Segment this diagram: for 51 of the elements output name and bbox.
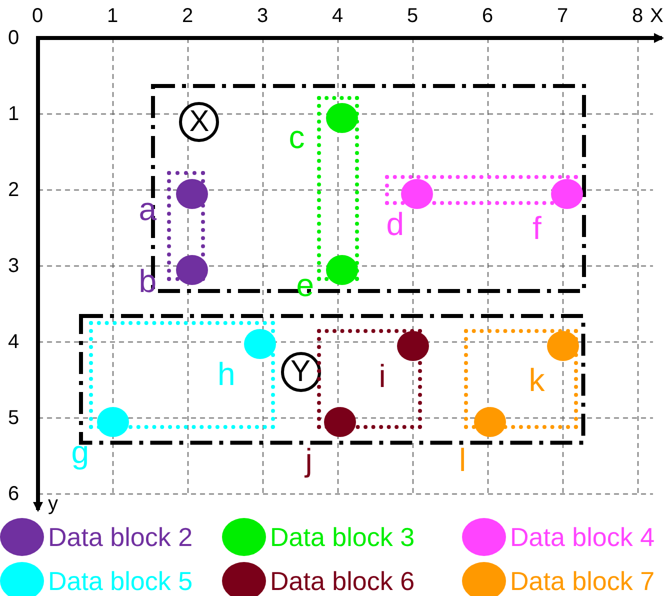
x-tick-label: 2 xyxy=(182,6,194,26)
x-tick-label: 4 xyxy=(332,6,344,26)
data-point xyxy=(551,178,583,209)
y-tick-label: 3 xyxy=(8,256,20,276)
point-label: c xyxy=(288,120,305,153)
legend-label: Data block 3 xyxy=(270,522,415,552)
y-tick-label: 5 xyxy=(8,408,20,428)
point-label: l xyxy=(459,444,466,476)
region-label: X xyxy=(179,102,220,142)
point-label: d xyxy=(386,208,404,240)
data-point xyxy=(326,254,358,285)
dash-dot-region-box xyxy=(79,314,586,445)
data-point xyxy=(401,178,433,209)
x-tick-label: 3 xyxy=(257,6,268,26)
x-tick-label: 8 xyxy=(632,6,644,26)
data-point xyxy=(397,330,430,361)
x-tick-label: 5 xyxy=(407,6,418,26)
data-point xyxy=(176,254,208,285)
y-tick-label: 1 xyxy=(8,104,20,124)
data-point xyxy=(244,328,276,359)
axis-label: y xyxy=(48,494,58,514)
legend-label: Data block 2 xyxy=(48,522,193,552)
legend-label: Data block 7 xyxy=(510,566,655,596)
x-tick-label: 7 xyxy=(557,6,568,26)
point-label: j xyxy=(305,444,312,476)
point-label: g xyxy=(71,436,90,468)
y-tick-label: 6 xyxy=(8,484,20,504)
data-point xyxy=(547,330,580,361)
point-label: b xyxy=(138,265,157,298)
x-tick-label: 0 xyxy=(32,6,44,26)
legend-label: Data block 4 xyxy=(510,522,655,552)
legend-label: Data block 6 xyxy=(270,566,415,596)
axis-label: X xyxy=(650,6,664,26)
point-label: e xyxy=(296,269,314,301)
point-label: f xyxy=(532,212,542,244)
x-tick-label: 6 xyxy=(482,6,494,26)
point-label: h xyxy=(218,358,236,390)
y-tick-label: 0 xyxy=(8,28,20,48)
region-label: Y xyxy=(280,352,320,392)
legend-label: Data block 5 xyxy=(48,566,193,596)
x-tick-label: 1 xyxy=(107,6,118,26)
data-point xyxy=(97,406,130,437)
data-point xyxy=(326,102,358,133)
point-label: i xyxy=(378,360,386,392)
y-tick-label: 2 xyxy=(8,180,20,200)
data-point xyxy=(176,178,208,209)
point-label: a xyxy=(138,193,157,225)
point-label: k xyxy=(528,364,545,396)
data-point xyxy=(474,406,506,437)
data-point xyxy=(324,406,356,437)
y-tick-label: 4 xyxy=(8,332,20,352)
